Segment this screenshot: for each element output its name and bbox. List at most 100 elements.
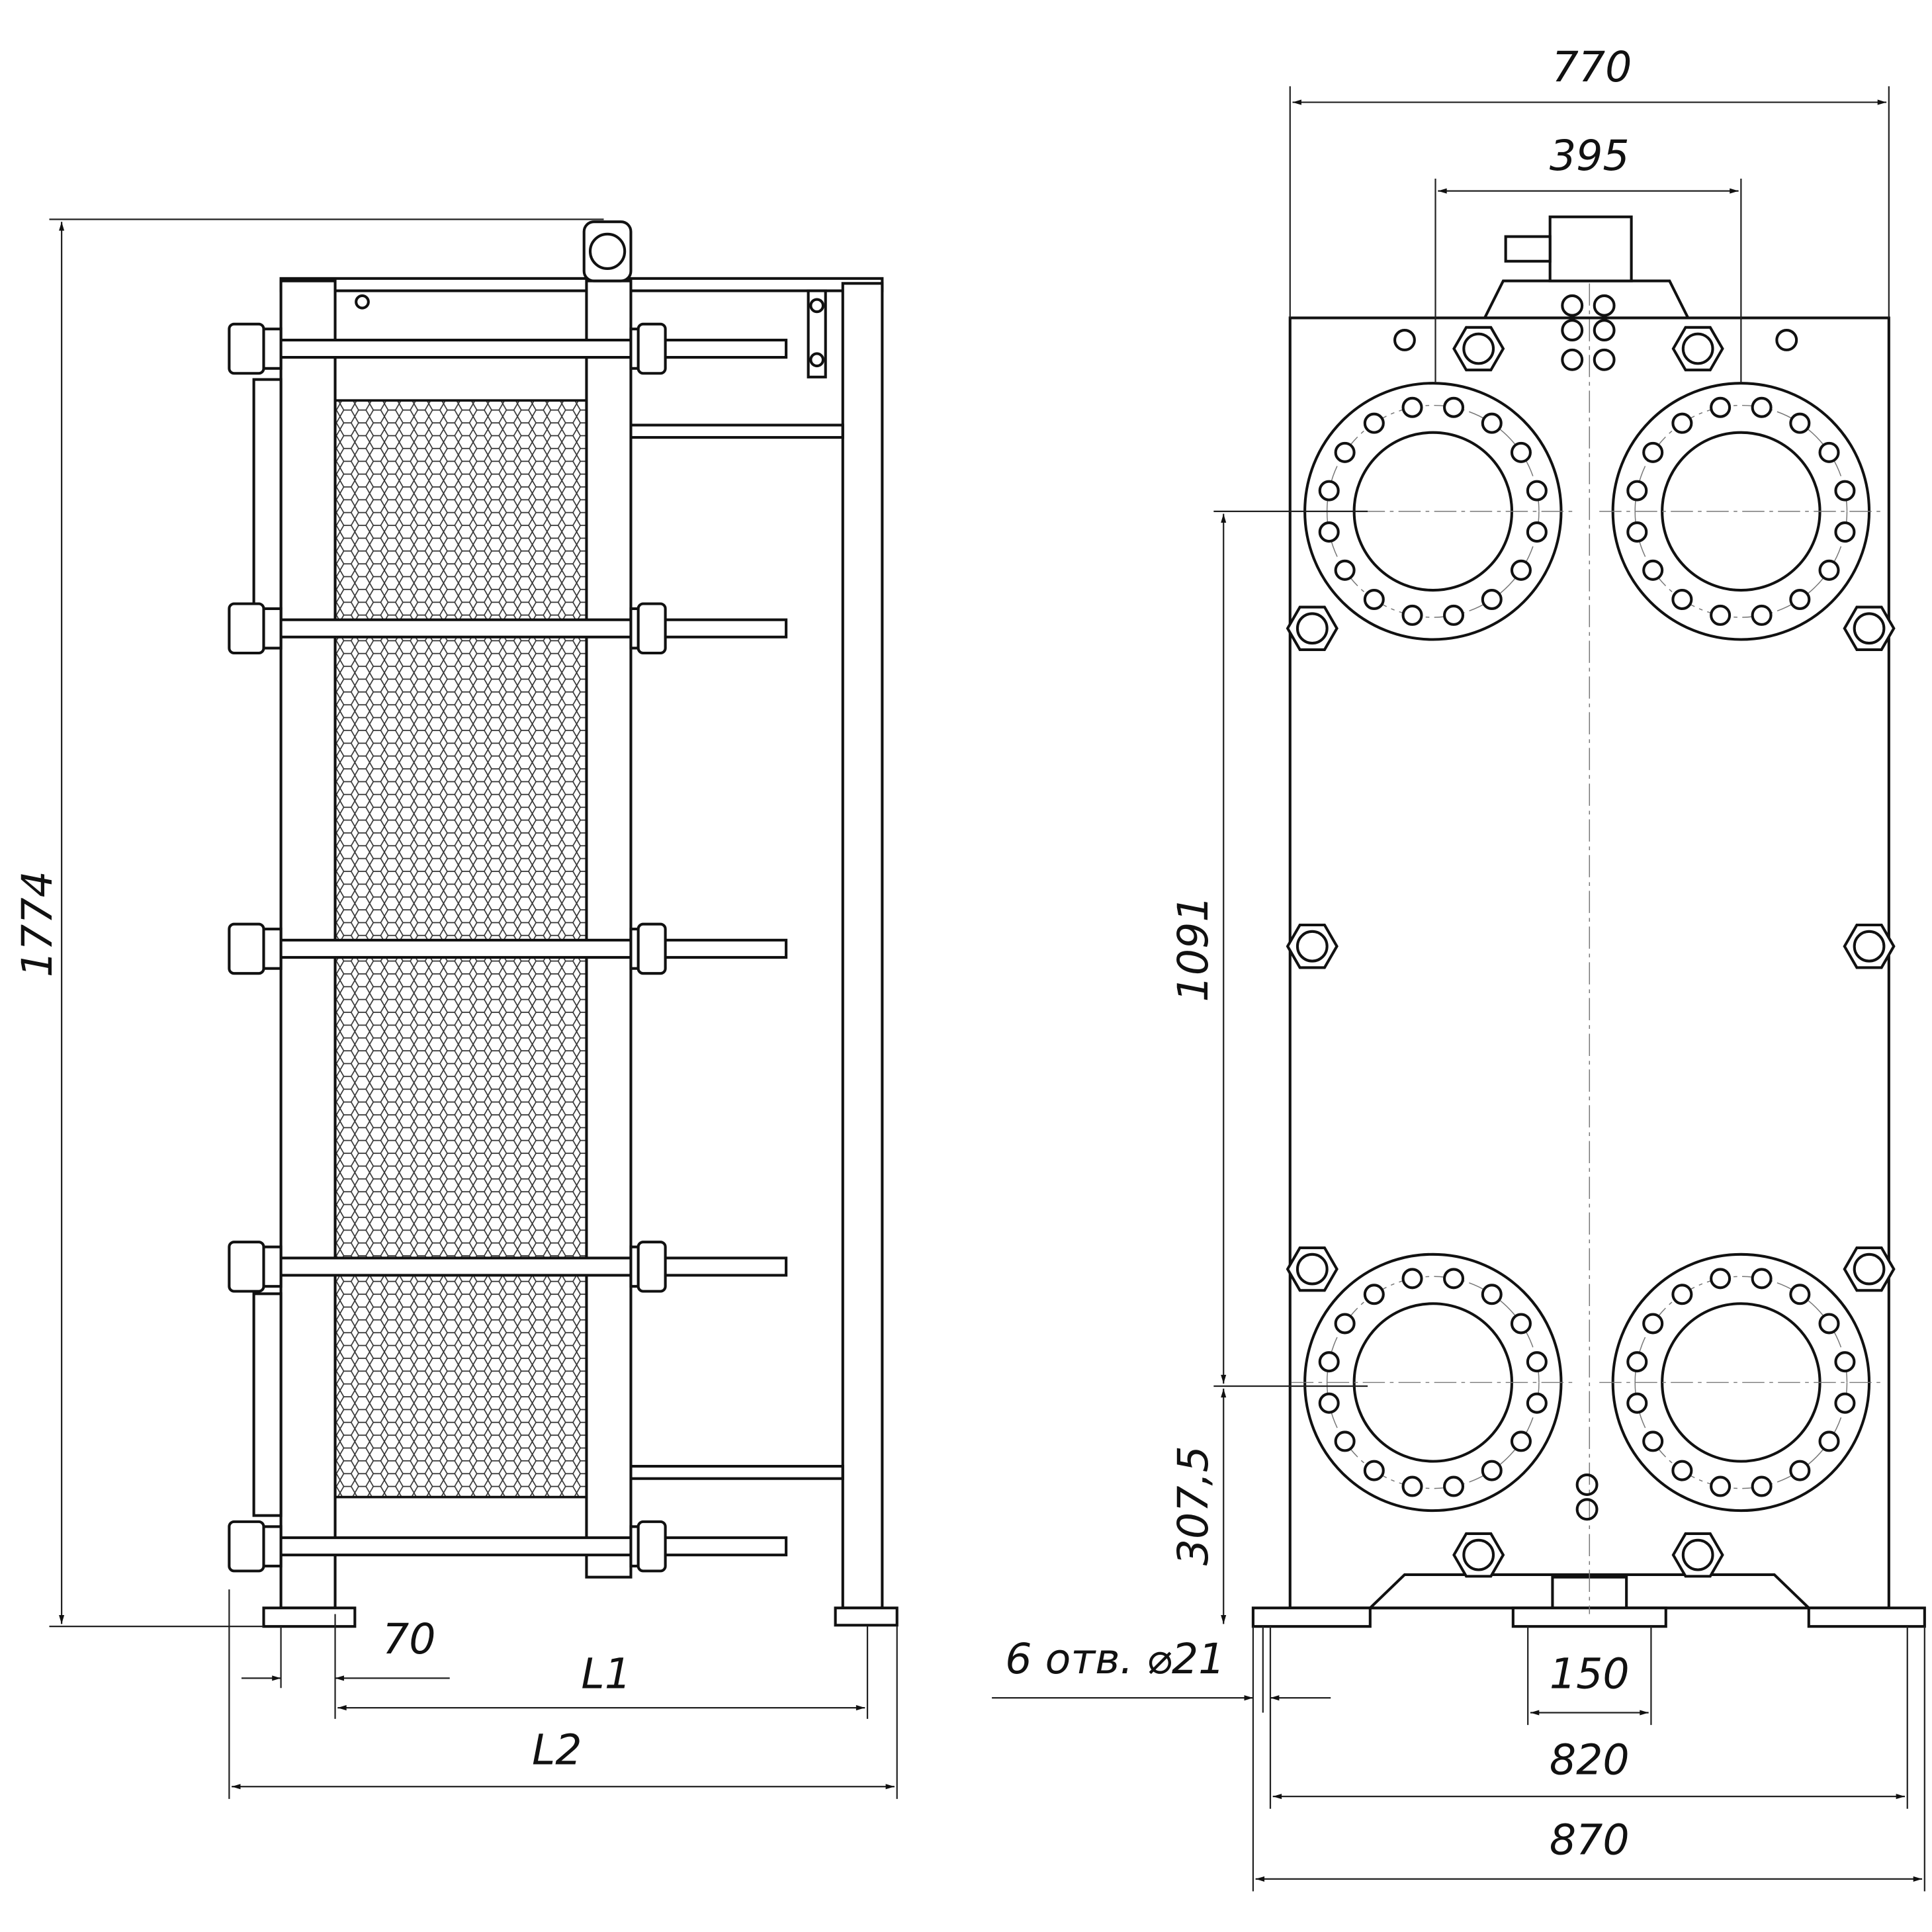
flange-bolt	[1526, 1351, 1548, 1373]
mounting-hole	[1561, 319, 1584, 342]
foot-left	[1251, 1606, 1372, 1628]
tie-rod	[228, 322, 788, 375]
flange-bolt	[1834, 521, 1856, 543]
mounting-hole	[1561, 294, 1584, 317]
dim-height-label: 1774	[13, 871, 62, 977]
flange-bolt	[1818, 1313, 1840, 1335]
guide-bar-bottom	[629, 1465, 844, 1480]
port-nozzle-top	[252, 378, 283, 628]
tie-rod	[228, 1520, 788, 1573]
nut	[637, 1520, 667, 1573]
pressure-plate	[585, 279, 633, 1579]
dim-base-inner-label: 820	[1550, 1735, 1630, 1784]
tie-bolt-head	[1843, 1246, 1896, 1292]
flange-bolt	[1626, 480, 1648, 502]
mounting-hole	[1393, 329, 1416, 351]
tie-bolt-head	[1671, 326, 1724, 372]
flange-bolt	[1710, 1268, 1732, 1290]
port-flange	[1291, 382, 1575, 641]
dim-width-top-label: 770	[1552, 42, 1632, 91]
flange-bolt	[1363, 412, 1385, 434]
flange-bolt	[1642, 441, 1664, 463]
flange-bolt	[1363, 1460, 1385, 1481]
flange-bolt	[1443, 1475, 1465, 1497]
foot-right	[1807, 1606, 1926, 1628]
flange-bolt	[1710, 396, 1732, 418]
flange-bolt	[1526, 521, 1548, 543]
flange-bolt	[1818, 441, 1840, 463]
side-view: 1774 70 L1 L2	[13, 218, 899, 1799]
nut	[637, 322, 667, 375]
nut	[228, 1241, 265, 1293]
flange-bolt	[1626, 521, 1648, 543]
tie-bolt-head	[1843, 923, 1896, 969]
flange-bolt	[1526, 1392, 1548, 1414]
flange-bolt	[1834, 1392, 1856, 1414]
flange-bolt	[1834, 480, 1856, 502]
tie-bolt-head	[1286, 923, 1339, 969]
port-nozzle-bottom	[252, 1292, 283, 1517]
flange-bolt	[1671, 1460, 1693, 1481]
flange-bolt	[1510, 1430, 1532, 1452]
dim-base-outer-label: 870	[1550, 1816, 1630, 1865]
mounting-hole	[1575, 1498, 1599, 1521]
port-flange	[1599, 382, 1883, 641]
tie-bolt-head	[1671, 1532, 1724, 1578]
flange-bolt	[1642, 1313, 1664, 1335]
tie-rod	[228, 1241, 788, 1293]
flange-bolt	[1334, 1430, 1356, 1452]
nut	[228, 322, 265, 375]
flange-bolt	[1481, 1460, 1503, 1481]
flange-bolt	[1818, 1430, 1840, 1452]
flange-bolt	[1401, 1268, 1423, 1290]
flange-bolt	[1401, 604, 1423, 626]
flange-bolt	[1526, 480, 1548, 502]
port-flange	[1599, 1252, 1883, 1513]
tie-bolt-head	[1452, 326, 1505, 372]
mounting-hole	[1593, 294, 1616, 317]
flange-bolt	[1818, 559, 1840, 581]
side-hardware-top	[355, 289, 827, 378]
flange-bolt	[1671, 1284, 1693, 1305]
top-carrying-bar	[279, 277, 884, 292]
nut	[637, 602, 667, 655]
flange-bolt	[1443, 1268, 1465, 1290]
flange-bolt	[1318, 1351, 1340, 1373]
flange-bolt	[1642, 559, 1664, 581]
flange-bolt	[1443, 396, 1465, 418]
hanger-roller	[582, 220, 633, 283]
dim-center-foot-label: 150	[1550, 1649, 1630, 1698]
dim-l1-label: L1	[581, 1649, 631, 1698]
support-column	[841, 282, 884, 1610]
flange-bolt	[1318, 1392, 1340, 1414]
flange-bolt	[1751, 604, 1773, 626]
flange-bolt	[1334, 441, 1356, 463]
mounting-hole	[1593, 348, 1616, 371]
nut	[637, 922, 667, 975]
flange-bolt	[1443, 604, 1465, 626]
flange-bolt	[1626, 1351, 1648, 1373]
dim-holes-label: 6 отв. ⌀21	[1005, 1634, 1225, 1683]
dim-offset-label: 70	[382, 1614, 436, 1663]
flange-bolt	[1789, 1460, 1811, 1481]
front-view: 770 395 1091 307,5 6 отв. ⌀21 150 820 87…	[992, 42, 1926, 1892]
flange-bolt	[1510, 559, 1532, 581]
flange-bolt	[1789, 1284, 1811, 1305]
dim-port-spacing-label: 395	[1550, 131, 1630, 180]
mounting-hole	[1775, 329, 1798, 351]
mounting-hole	[1593, 319, 1616, 342]
flange-bolt	[1789, 412, 1811, 434]
hanger-block	[1548, 215, 1633, 283]
flange-bolt	[1751, 1268, 1773, 1290]
port-flange	[1291, 1252, 1575, 1513]
flange-bolt	[1363, 1284, 1385, 1305]
tie-rod	[228, 602, 788, 655]
flange-bolt	[1751, 1475, 1773, 1497]
flange-bolt	[1510, 1313, 1532, 1335]
tie-bolt-head	[1843, 605, 1896, 652]
flange-bolt	[1481, 588, 1503, 611]
flange-bolt	[1710, 604, 1732, 626]
flange-bolt	[1751, 396, 1773, 418]
